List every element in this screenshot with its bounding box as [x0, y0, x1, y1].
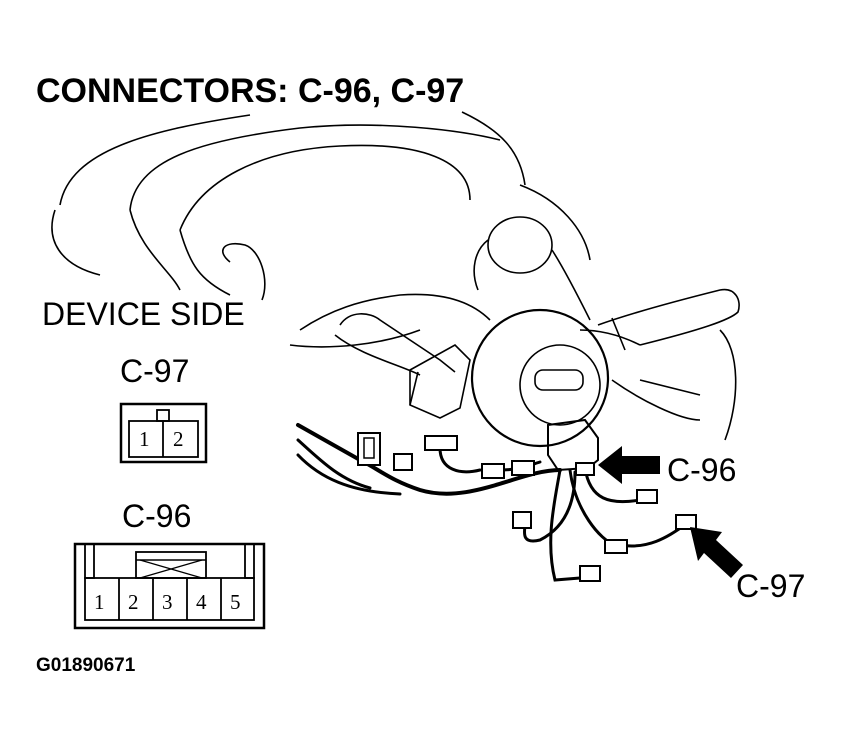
figure-code: G01890671: [36, 655, 136, 676]
c97-connector-label: C-97: [120, 353, 189, 389]
c97-pin-1: 1: [139, 427, 150, 451]
c96-pin-5: 5: [230, 590, 241, 614]
c96-pin-4: 4: [196, 590, 207, 614]
c97-arrow: [690, 527, 743, 578]
c96-pin-1: 1: [94, 590, 105, 614]
c97-pin-2: 2: [173, 427, 184, 451]
wiring-harness: [296, 423, 697, 582]
diagram-title: CONNECTORS: C-96, C-97: [36, 72, 464, 110]
c96-pin-3: 3: [162, 590, 173, 614]
c97-callout-label: C-97: [736, 568, 805, 604]
c96-callout-label: C-96: [667, 452, 736, 488]
c96-arrow: [598, 446, 660, 484]
c96-pin-2: 2: [128, 590, 139, 614]
device-side-label: DEVICE SIDE: [42, 296, 245, 332]
c96-connector-label: C-96: [122, 498, 191, 534]
c97-connector-face: [119, 402, 208, 464]
c96-connector-face: [73, 542, 266, 630]
steering-column-illustration: [51, 111, 740, 472]
